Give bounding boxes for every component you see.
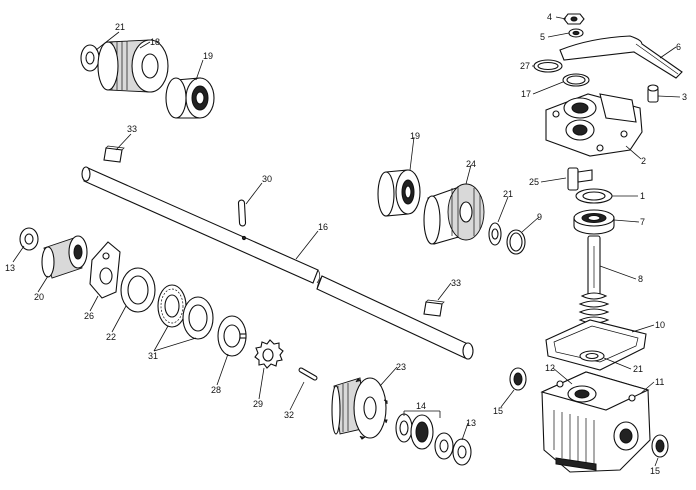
bearing-19-right <box>377 169 421 217</box>
callout-4-nut: 4 <box>547 12 552 22</box>
seal-17 <box>562 73 590 87</box>
callout-27-ring: 27 <box>520 61 530 71</box>
callout-20-coupling: 20 <box>34 292 44 302</box>
callout-26-bracket: 26 <box>84 311 94 321</box>
callout-5-washer: 5 <box>540 32 545 42</box>
callout-9-ring: 9 <box>537 212 542 222</box>
callout-15-seal-right: 15 <box>650 466 660 476</box>
callout-labels: 21 18 19 33 30 16 13 20 26 22 31 28 29 3… <box>5 12 687 476</box>
callout-10-gasket: 10 <box>655 320 665 330</box>
callout-33-key-bottom: 33 <box>451 278 461 288</box>
pin-30 <box>237 199 247 227</box>
washer-22 <box>120 267 156 313</box>
gear-23 <box>331 377 388 440</box>
callout-29-lock-ring: 29 <box>253 399 263 409</box>
washer-21-top <box>80 44 100 72</box>
ring-9 <box>506 229 526 255</box>
washer-13-bottom <box>434 432 472 466</box>
bolt-3 <box>647 84 659 103</box>
tab-washer-28 <box>217 315 247 357</box>
bearing-7 <box>573 209 615 235</box>
callout-7-bearing: 7 <box>640 217 645 227</box>
thrust-washer-31-b <box>182 296 214 340</box>
lock-ring-29 <box>254 339 284 369</box>
washer-5 <box>568 28 584 38</box>
pin-32 <box>298 367 318 381</box>
callout-23-gear: 23 <box>396 362 406 372</box>
leader-lines <box>12 16 681 467</box>
callout-8-worm-shaft: 8 <box>638 274 643 284</box>
callout-13-washer-left: 13 <box>5 263 15 273</box>
seal-15-right <box>651 434 669 458</box>
key-33-top <box>103 145 125 163</box>
callout-21-washer-right: 21 <box>503 189 513 199</box>
gasket-10 <box>545 319 647 371</box>
bearing-14-a <box>395 413 413 443</box>
bearing-14-b <box>410 414 434 450</box>
main-shaft <box>81 166 474 360</box>
lever-6 <box>559 35 683 79</box>
bracket-26 <box>89 241 121 299</box>
callout-16-shaft: 16 <box>318 222 328 232</box>
callout-13-washer-bottom: 13 <box>466 418 476 428</box>
nut-4 <box>563 13 585 25</box>
callout-21-washer-top: 21 <box>115 22 125 32</box>
callout-6-lever: 6 <box>676 42 681 52</box>
callout-14-bearing: 14 <box>416 401 426 411</box>
key-33-bottom <box>423 299 445 317</box>
callout-25-fitting: 25 <box>529 177 539 187</box>
callout-24-gear: 24 <box>466 159 476 169</box>
callout-32-pin: 32 <box>284 410 294 420</box>
spline-coupling-20 <box>41 235 88 279</box>
callout-30-pin: 30 <box>262 174 272 184</box>
gear-18 <box>97 39 169 93</box>
ring-27 <box>533 59 563 73</box>
housing-cover-2 <box>545 93 643 157</box>
washer-21-right <box>488 222 502 246</box>
gear-24 <box>423 183 485 245</box>
callout-18-gear: 18 <box>150 37 160 47</box>
callout-31-thrust-bearing: 31 <box>148 351 158 361</box>
callout-21-washer-lower: 21 <box>633 364 643 374</box>
callout-1-seal: 1 <box>640 191 645 201</box>
callout-19-bearing-top: 19 <box>203 51 213 61</box>
fitting-25 <box>567 167 593 191</box>
callout-33-key-top: 33 <box>127 124 137 134</box>
seal-1 <box>575 188 613 204</box>
callout-15-seal-left: 15 <box>493 406 503 416</box>
callout-3-bolt: 3 <box>682 92 687 102</box>
gear-housing-11 <box>540 371 651 473</box>
washer-21-lower <box>579 350 605 362</box>
callout-17-seal: 17 <box>521 89 531 99</box>
callout-22-washer: 22 <box>106 332 116 342</box>
callout-19-bearing-right: 19 <box>410 131 420 141</box>
callout-11-gear-housing: 11 <box>655 377 664 387</box>
thrust-bearing-31-a <box>157 284 187 328</box>
seal-15-left <box>509 367 527 391</box>
callout-2-housing-cover: 2 <box>641 156 646 166</box>
bearing-19-top <box>165 77 215 119</box>
washer-13-left <box>19 227 39 251</box>
callout-28-tab-washer: 28 <box>211 385 221 395</box>
callout-12-housing-port: 12 <box>545 363 555 373</box>
